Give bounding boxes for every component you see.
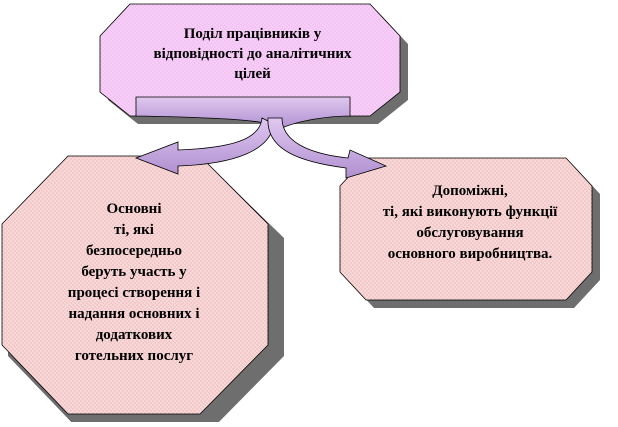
left-node-line: додаткових [95,327,173,343]
left-node-title: Основні [106,201,162,217]
right-node-line: ті, які виконують функції [382,204,558,220]
right-node-shape [339,157,593,301]
arrow-left [134,117,275,175]
left-node-line: готельних послуг [74,348,194,364]
top-node-label: Поділ працівників у відповідності до ана… [120,24,385,84]
top-node-line: відповідності до аналітичних [153,46,352,62]
left-node-line: надання основних і [68,306,200,322]
left-node-shape [1,155,269,415]
arrow-right [267,117,388,179]
right-node-label: Допоміжні, ті, які виконують функції обс… [350,181,590,265]
right-node-line: обслуговування [416,225,524,241]
left-node-label: Основні ті, які безпосередньо беруть уча… [34,199,234,367]
right-node-line: основного виробництва. [387,246,553,262]
left-node-line: беруть участь у [81,264,187,280]
left-node-line: процесі створення і [67,285,201,301]
top-node-line: цілей [234,66,271,82]
top-node-line: Поділ працівників у [183,26,322,42]
left-node-line: безпосередньо [85,243,183,259]
split-arrows [134,96,388,179]
top-node-shape [99,3,401,117]
left-node-line: ті, які [114,222,154,238]
right-node-title: Допоміжні, [432,183,508,199]
